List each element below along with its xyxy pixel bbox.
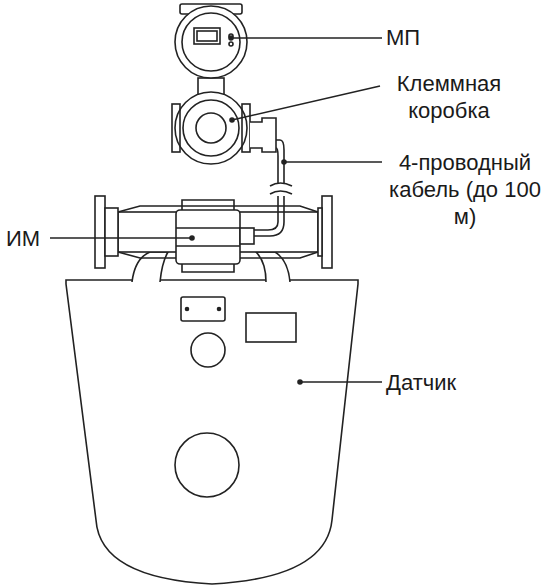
leader-line xyxy=(232,86,380,120)
leader-line xyxy=(231,37,382,39)
terminal-cover xyxy=(183,100,239,156)
im-module xyxy=(176,210,240,264)
cable-break xyxy=(270,183,292,194)
leader-dot xyxy=(282,160,286,164)
tube xyxy=(256,252,290,282)
transmitter-cover xyxy=(182,13,240,71)
terminal-window xyxy=(196,113,226,143)
terminal-mount xyxy=(172,104,180,152)
leader-dot xyxy=(190,236,194,240)
nameplate xyxy=(181,297,225,321)
display xyxy=(194,28,220,44)
part-label: МП xyxy=(386,24,446,51)
flange xyxy=(95,196,105,268)
cable xyxy=(254,140,284,236)
flange xyxy=(322,196,332,268)
transmitter xyxy=(175,6,247,78)
leader-dot xyxy=(229,36,233,40)
display-screen xyxy=(197,31,217,41)
leader-line xyxy=(284,161,382,163)
flange-neck xyxy=(105,208,118,256)
screw xyxy=(218,308,221,311)
part-label: Датчик xyxy=(386,369,486,396)
terminal-fitting xyxy=(250,118,276,152)
label-plate xyxy=(246,313,296,342)
cable-label: 4-проводный кабель (до 100 м) xyxy=(384,149,546,230)
gland xyxy=(240,228,254,244)
button xyxy=(229,42,233,46)
leader-line xyxy=(300,381,382,383)
cable xyxy=(254,148,278,230)
terminal-box xyxy=(175,92,247,164)
im-ribs xyxy=(176,200,240,272)
port-large xyxy=(175,433,239,497)
flange-neck xyxy=(318,208,322,256)
leader-line xyxy=(50,237,192,239)
screw xyxy=(186,308,189,311)
sensor-housing xyxy=(66,280,358,584)
part-label: Клеммная коробка xyxy=(384,70,514,124)
leader-dot xyxy=(298,380,302,384)
terminal-mount xyxy=(242,104,250,152)
leader-dot xyxy=(230,118,234,122)
port-small xyxy=(191,333,225,367)
part-label: ИМ xyxy=(6,225,48,252)
